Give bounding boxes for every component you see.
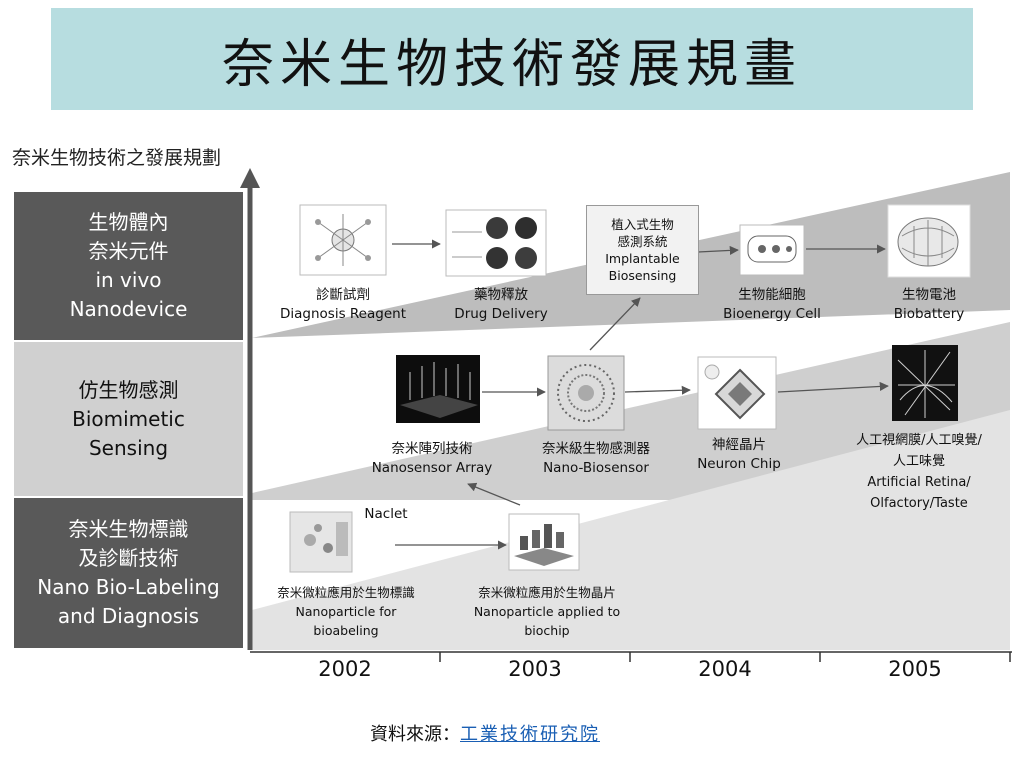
node-label-zh: 人工味覺 [892, 454, 945, 469]
diagnosis-reagent-image [299, 204, 387, 276]
node-label-en: bioabeling [313, 623, 379, 638]
year-label-2003: 2003 [508, 657, 562, 681]
row-label-line: 奈米生物標識 [68, 517, 189, 541]
node-label-en: Biobattery [893, 306, 965, 322]
arrow-neuron-to-retina [777, 381, 889, 393]
node-nanosensor-array: 奈米陣列技術 Nanosensor Array [352, 440, 512, 478]
arrow-implant-to-bioenergy [697, 245, 739, 255]
nanoparticle-biochip-image [508, 513, 580, 571]
row-in-vivo-nanodevice: 生物體內 奈米元件 in vivo Nanodevice [14, 192, 243, 340]
row-nano-bio-labeling: 奈米生物標識 及診斷技術 Nano Bio-Labeling and Diagn… [14, 498, 243, 648]
source-prefix: 資料來源： [370, 724, 460, 745]
row-biomimetic-sensing: 仿生物感測 Biomimetic Sensing [14, 342, 243, 496]
band-labeling [252, 410, 1010, 650]
artificial-retina-image [892, 345, 958, 421]
neuron-chip-image [697, 356, 777, 430]
node-biobattery: 生物電池 Biobattery [874, 286, 984, 324]
bioenergy-cell-image [739, 224, 805, 276]
node-label-zh: 奈米微粒應用於生物標識 [277, 585, 415, 600]
node-label-zh: 生物電池 [902, 287, 956, 303]
node-artificial-retina: 人工視網膜/人工嗅覺/ 人工味覺 Artificial Retina/ Olfa… [826, 430, 1012, 514]
source-line: 資料來源：工業技術研究院 [370, 720, 600, 746]
biobattery-image [887, 204, 971, 278]
node-label-zh: 神經晶片 [712, 437, 766, 453]
node-label-zh: 奈米陣列技術 [391, 441, 473, 457]
node-label-zh: 感測系統 [617, 234, 668, 249]
row-label-line: in vivo [95, 268, 162, 292]
nanosensor-array-image [396, 355, 480, 423]
node-label-zh: 奈米級生物感測器 [542, 441, 650, 457]
arrow-nanobio-to-implant [589, 297, 641, 351]
node-label-en: Drug Delivery [454, 306, 548, 322]
node-bioenergy-cell: 生物能細胞 Bioenergy Cell [704, 286, 840, 324]
node-diagnosis-reagent: 診斷試劑 Diagnosis Reagent [256, 286, 430, 324]
arrow-nanobio-to-neuron [624, 385, 691, 395]
node-label-en: Olfactory/Taste [870, 496, 968, 511]
node-drug-delivery: 藥物釋放 Drug Delivery [436, 286, 566, 324]
node-nanoparticle-biochip: 奈米微粒應用於生物晶片 Nanoparticle applied to bioc… [440, 583, 654, 640]
row-label-line: Sensing [88, 435, 169, 460]
row-label-line: 及診斷技術 [78, 546, 179, 570]
node-label-en: Biosensing [608, 268, 677, 283]
row-label-line: 生物體內 [88, 210, 169, 234]
drug-delivery-image [445, 209, 547, 277]
row-label-line: Nano Bio-Labeling [37, 575, 220, 599]
node-nano-biosensor: 奈米級生物感測器 Nano-Biosensor [520, 440, 672, 478]
row-label-line: 奈米元件 [88, 239, 169, 263]
node-label-en: Artificial Retina/ [867, 475, 971, 490]
source-link[interactable]: 工業技術研究院 [460, 724, 600, 745]
node-naclet: Naclet [364, 506, 408, 522]
node-label-en: biochip [524, 623, 570, 638]
slide-title: 奈米生物技術發展規畫 [221, 34, 802, 95]
arrow-biochip-to-array [467, 482, 521, 506]
row-label-line: Biomimetic [72, 406, 185, 431]
node-implantable-biosensing: 植入式生物 感測系統 Implantable Biosensing [586, 205, 699, 295]
node-label-zh: 植入式生物 [611, 217, 674, 232]
year-label-2004: 2004 [698, 657, 752, 681]
nanoparticle-labeling-image [289, 511, 353, 573]
year-label-2005: 2005 [888, 657, 942, 681]
title-bar: 奈米生物技術發展規畫 [51, 8, 973, 110]
node-label-zh: 生物能細胞 [738, 287, 806, 303]
node-label-en: Diagnosis Reagent [280, 306, 406, 322]
node-label-en: Nanoparticle applied to [473, 604, 621, 619]
node-label-en: Nanosensor Array [371, 460, 493, 476]
row-label-line: 仿生物感測 [78, 377, 179, 402]
node-label-en: Bioenergy Cell [723, 306, 821, 322]
node-label-zh: 奈米微粒應用於生物晶片 [478, 585, 616, 600]
node-label-en: Neuron Chip [697, 456, 781, 472]
year-label-2002: 2002 [318, 657, 372, 681]
node-label-en: Nano-Biosensor [543, 460, 649, 476]
band-biomimetic [252, 322, 1010, 500]
row-label-line: and Diagnosis [57, 604, 200, 628]
row-label-line: Nanodevice [69, 297, 188, 321]
node-label-zh: 診斷試劑 [316, 287, 370, 303]
node-label-zh: 藥物釋放 [474, 287, 528, 303]
node-label-zh: 人工視網膜/人工嗅覺/ [856, 433, 982, 448]
vertical-axis-arrowhead [240, 168, 260, 188]
diagram-subtitle: 奈米生物技術之發展規劃 [12, 147, 222, 169]
node-label-en: Nanoparticle for [295, 604, 397, 619]
node-neuron-chip: 神經晶片 Neuron Chip [680, 436, 798, 474]
nano-biosensor-image [547, 355, 625, 431]
node-nanoparticle-labeling: 奈米微粒應用於生物標識 Nanoparticle for bioabeling [250, 583, 442, 640]
node-label-en: Implantable [605, 251, 680, 266]
